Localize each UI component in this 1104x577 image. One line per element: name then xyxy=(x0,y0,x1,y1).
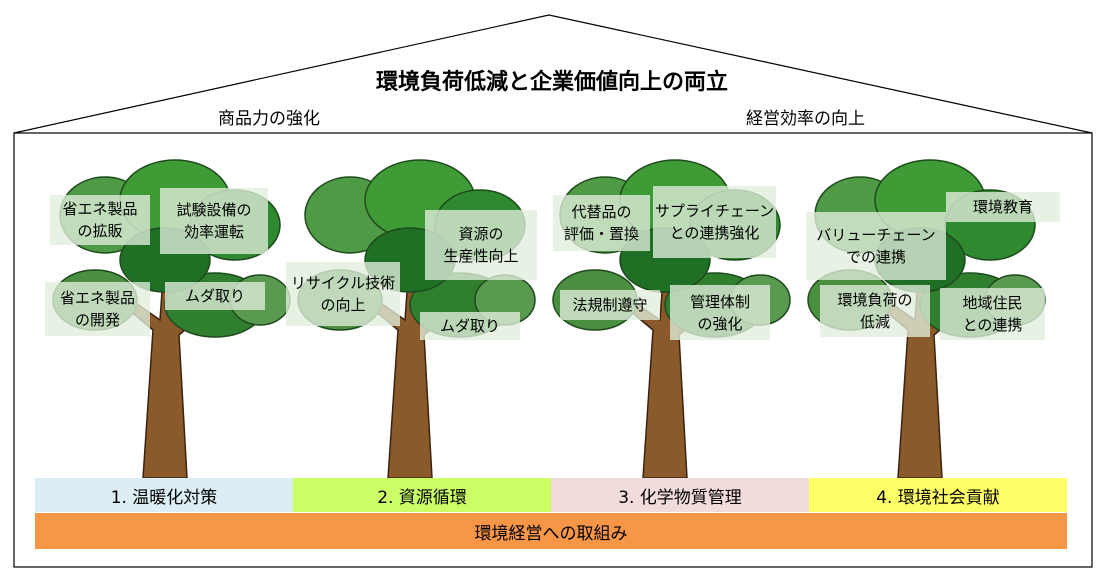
tree-label: 省エネ製品 の開発 xyxy=(45,282,150,336)
category-social: 4. 環境社会貢献 xyxy=(809,478,1067,512)
foundation-bar: 環境経営への取組み xyxy=(35,513,1067,549)
tree-label: 管理体制 の強化 xyxy=(670,285,770,340)
tree-label: 代替品の 評価・置換 xyxy=(553,195,650,251)
tree-label: 環境負荷の 低減 xyxy=(820,285,930,337)
subtitle-product: 商品力の強化 xyxy=(218,109,320,129)
main-title: 環境負荷低減と企業価値向上の両立 xyxy=(375,70,728,95)
category-resource: 2. 資源循環 xyxy=(293,478,551,512)
tree-label: 環境教育 xyxy=(946,192,1060,222)
tree-label: サプライチェーン との連携強化 xyxy=(653,186,776,258)
tree-label: リサイクル技術 の向上 xyxy=(286,262,400,326)
category-warming: 1. 温暖化対策 xyxy=(35,478,293,512)
tree-label: 地域住民 との連携 xyxy=(940,288,1045,340)
tree-label: 資源の 生産性向上 xyxy=(425,210,537,280)
tree-label: バリューチェーン での連携 xyxy=(806,212,946,280)
tree-label: ムダ取り xyxy=(165,282,265,310)
tree-label: 省エネ製品 の拡販 xyxy=(50,195,150,245)
tree-label: 試験設備の 効率運転 xyxy=(160,188,268,254)
tree-label: ムダ取り xyxy=(420,312,520,340)
category-chemical: 3. 化学物質管理 xyxy=(551,478,809,512)
subtitle-efficiency: 経営効率の向上 xyxy=(746,109,865,129)
tree-label: 法規制遵守 xyxy=(560,290,660,320)
